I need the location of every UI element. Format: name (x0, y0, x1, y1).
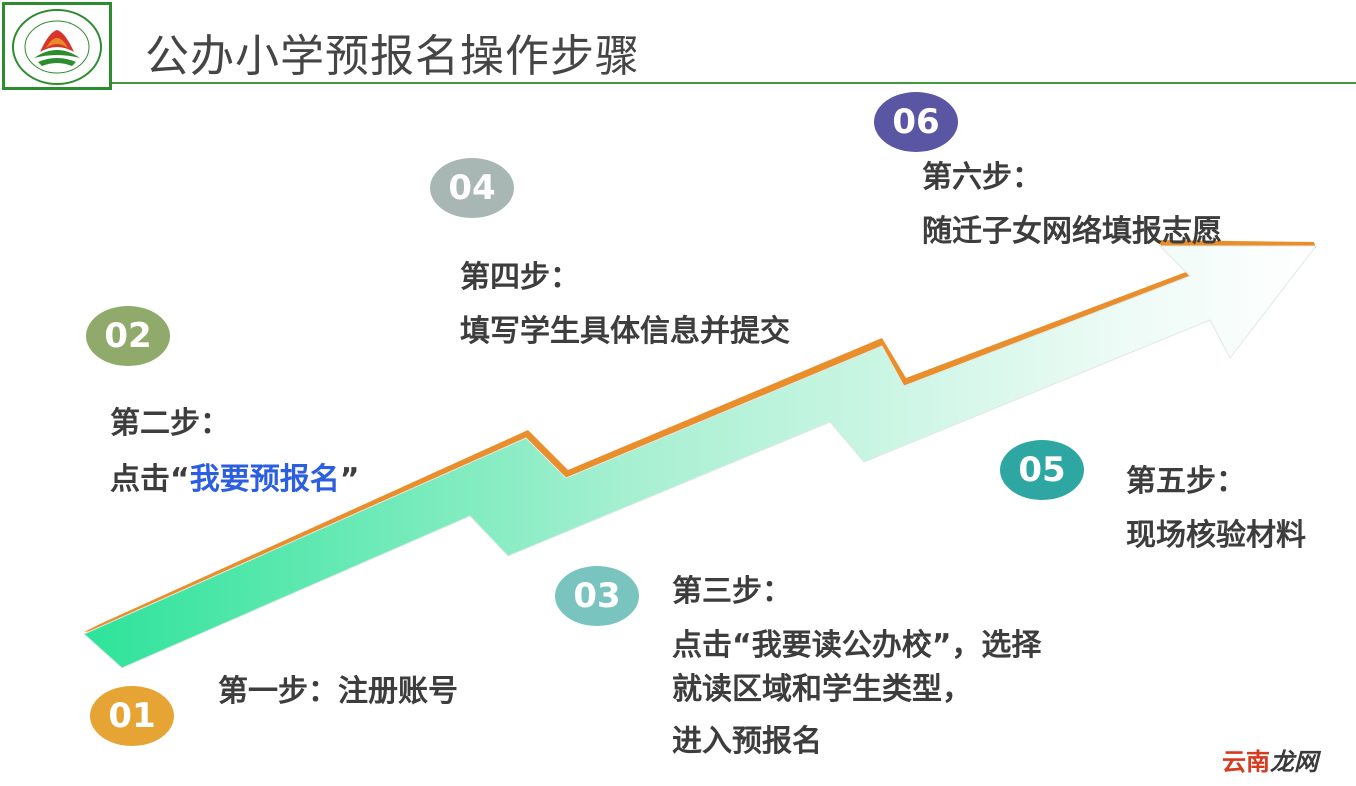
step-2-text-suffix: ” (339, 462, 360, 497)
step-1-badge: 01 (90, 686, 174, 746)
watermark: 云南龙网 (1222, 742, 1318, 777)
step-2-badge: 02 (86, 306, 170, 366)
step-2-title: 第二步： (110, 406, 230, 441)
page-title: 公办小学预报名操作步骤 (145, 31, 640, 82)
step-1-number: 01 (108, 696, 156, 736)
step-3-title: 第三步： (672, 574, 792, 609)
step-3-badge: 03 (555, 566, 639, 626)
step-6-badge: 06 (874, 92, 958, 152)
step-2-text-prefix: 点击“ (110, 462, 190, 497)
step-6-text: 随迁子女网络填报志愿 (922, 214, 1222, 249)
step-6-number: 06 (892, 102, 940, 142)
watermark-part-1: 云南 (1222, 748, 1270, 776)
step-4-title: 第四步： (460, 260, 580, 295)
step-3-line-2: 就读区域和学生类型， (672, 672, 972, 707)
step-4-number: 04 (448, 168, 496, 208)
school-logo (2, 2, 112, 90)
step-5-text: 现场核验材料 (1126, 518, 1306, 553)
step-3-line-1: 点击“我要读公办校”，选择 (672, 628, 1042, 663)
step-5-title: 第五步： (1126, 464, 1246, 499)
step-2-number: 02 (104, 316, 152, 356)
step-1-title: 第一步：注册账号 (218, 674, 458, 709)
step-5-badge: 05 (1000, 440, 1084, 500)
step-3-number: 03 (573, 576, 621, 616)
step-4-badge: 04 (430, 158, 514, 218)
title-underline (112, 82, 1356, 84)
watermark-part-2: 龙网 (1270, 748, 1318, 776)
step-6-title: 第六步： (922, 160, 1042, 195)
step-4-text: 填写学生具体信息并提交 (460, 314, 790, 349)
step-2-text: 点击“我要预报名” (110, 454, 359, 498)
step-2-highlight: 我要预报名 (189, 462, 340, 497)
step-3-line-3: 进入预报名 (672, 724, 822, 759)
arrow-body (83, 245, 1318, 669)
step-5-number: 05 (1018, 450, 1066, 490)
